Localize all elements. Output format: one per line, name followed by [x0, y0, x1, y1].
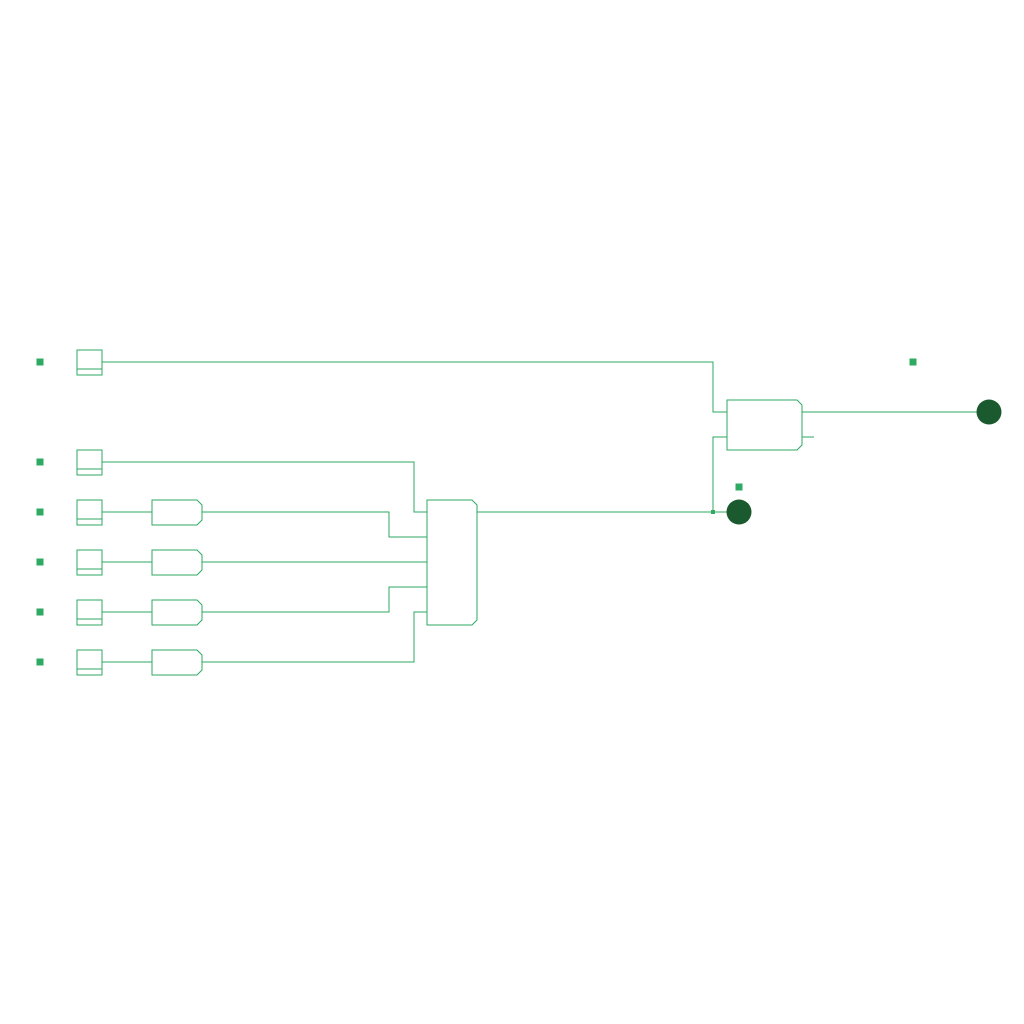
- input-marker-3: [36, 508, 44, 516]
- wire-and6-to-and2: [712, 436, 727, 512]
- wire-in-1-to-and2: [102, 361, 727, 413]
- component-layer: [36, 349, 1002, 676]
- input-switch-2-body: [76, 449, 103, 476]
- wire-layer: [102, 361, 989, 663]
- and-gate-2-input: [726, 399, 803, 451]
- not-gate-6: [151, 649, 203, 676]
- input-marker-2: [36, 458, 44, 466]
- output-led-final: [976, 399, 1002, 425]
- wire-not-5-to-and6: [202, 586, 427, 613]
- input-switch-1: [76, 349, 103, 376]
- input-switch-6: [76, 649, 103, 676]
- input-marker-5: [36, 608, 44, 616]
- input-switch-4: [76, 549, 103, 576]
- not-gate-4: [151, 549, 203, 576]
- wire-in-2-to-and6: [102, 461, 427, 513]
- input-marker-4: [36, 558, 44, 566]
- wire-junction: [711, 510, 715, 514]
- output-marker-final: [909, 358, 917, 366]
- not-gate-5: [151, 599, 203, 626]
- input-switch-5-body: [76, 599, 103, 626]
- output-led-intermediate: [726, 499, 752, 525]
- input-switch-2: [76, 449, 103, 476]
- wire-not-3-to-and6: [202, 511, 427, 538]
- input-switch-4-body: [76, 549, 103, 576]
- input-marker-6: [36, 658, 44, 666]
- and-gate-6-input: [426, 499, 478, 626]
- input-switch-1-body: [76, 349, 103, 376]
- input-switch-5: [76, 599, 103, 626]
- input-switch-6-body: [76, 649, 103, 676]
- output-marker-intermediate: [735, 483, 743, 491]
- input-switch-3-body: [76, 499, 103, 526]
- input-marker-1: [36, 358, 44, 366]
- not-gate-3: [151, 499, 203, 526]
- wire-not-6-to-and6: [202, 611, 427, 663]
- input-switch-3: [76, 499, 103, 526]
